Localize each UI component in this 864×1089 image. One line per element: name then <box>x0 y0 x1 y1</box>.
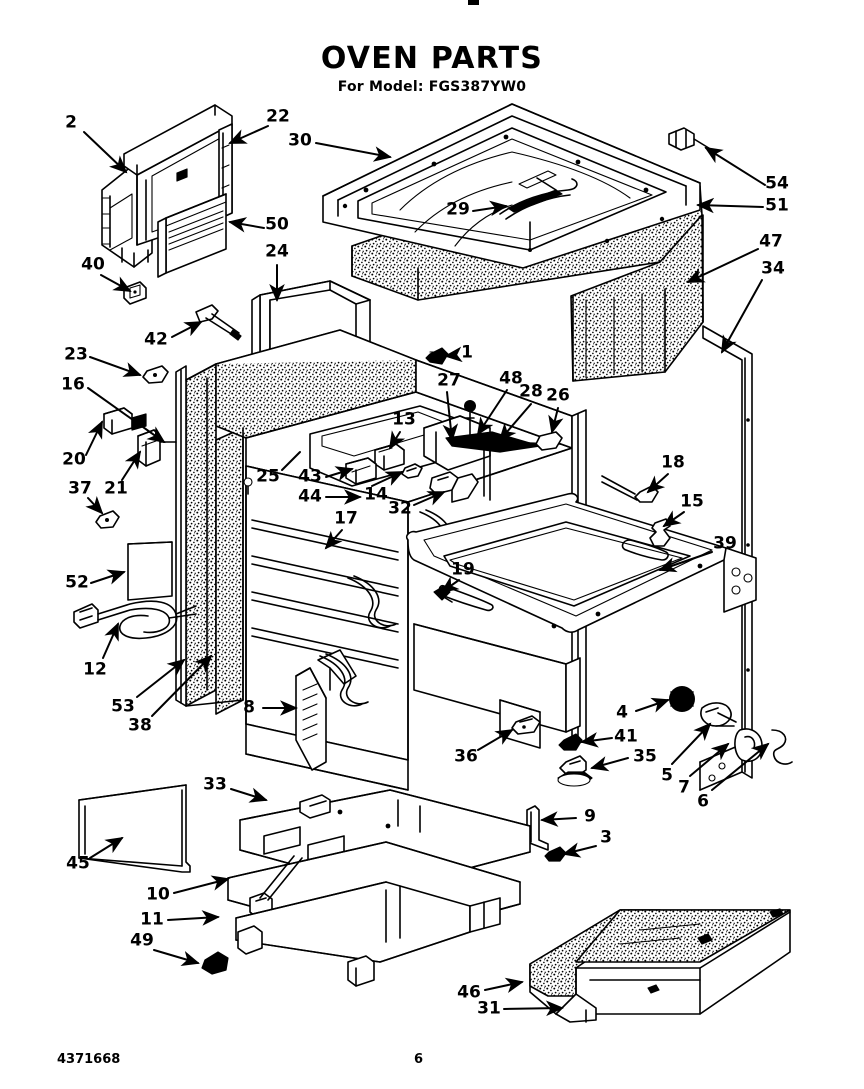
callout-32: 32 <box>388 498 412 519</box>
callout-26: 26 <box>546 385 570 406</box>
callout-9: 9 <box>584 806 596 827</box>
callout-23: 23 <box>64 344 88 365</box>
callout-40: 40 <box>81 254 105 275</box>
part-36-clip <box>511 715 541 735</box>
callout-5: 5 <box>661 765 673 786</box>
callout-54: 54 <box>765 173 789 194</box>
callout-28: 28 <box>519 381 543 402</box>
page-number: 6 <box>414 1052 424 1067</box>
callout-30: 30 <box>288 130 312 151</box>
callout-22: 22 <box>266 106 290 127</box>
control-panel-assembly <box>101 104 233 278</box>
part-42-rod <box>195 304 242 341</box>
callout-37: 37 <box>68 478 92 499</box>
callout-13: 13 <box>392 409 416 430</box>
callout-29: 29 <box>446 199 470 220</box>
bottom-insulation-rail <box>529 908 791 1023</box>
callout-27: 27 <box>437 370 461 391</box>
leader-lines <box>83 125 770 1017</box>
callout-43: 43 <box>298 466 322 487</box>
callout-39: 39 <box>713 533 737 554</box>
title-block: OVEN PARTS For Model: FGS387YW0 <box>0 41 864 96</box>
part-45-panel <box>78 784 191 873</box>
part-54-bracket <box>668 127 713 151</box>
callout-36: 36 <box>454 746 478 767</box>
callout-48: 48 <box>499 368 523 389</box>
callout-16: 16 <box>61 374 85 395</box>
callout-31: 31 <box>477 998 501 1019</box>
left-bracket-group <box>95 365 177 529</box>
callout-21: 21 <box>104 478 128 499</box>
callout-4: 4 <box>616 702 628 723</box>
part-40-clip <box>123 281 147 305</box>
document-code: 4371668 <box>57 1052 121 1067</box>
callout-19: 19 <box>451 559 475 580</box>
callout-50: 50 <box>265 214 289 235</box>
callout-20: 20 <box>62 449 86 470</box>
callout-49: 49 <box>130 930 154 951</box>
oven-top-assembly <box>322 103 704 382</box>
callout-51: 51 <box>765 195 789 216</box>
scan-artifact-mark <box>468 0 479 5</box>
callout-17: 17 <box>334 508 358 529</box>
part-1-screw <box>425 347 449 365</box>
bottom-bracket-group <box>526 805 567 862</box>
callout-3: 3 <box>600 827 612 848</box>
callout-2: 2 <box>65 112 77 133</box>
burner-controls-group <box>243 400 563 503</box>
callout-41: 41 <box>614 726 638 747</box>
callout-45: 45 <box>66 853 90 874</box>
knob-and-foot-group <box>557 686 793 787</box>
callout-15: 15 <box>680 491 704 512</box>
callout-33: 33 <box>203 774 227 795</box>
callout-7: 7 <box>678 777 690 798</box>
base-frame-assembly <box>227 789 531 987</box>
callout-10: 10 <box>146 884 170 905</box>
callout-47: 47 <box>759 231 783 252</box>
callout-38: 38 <box>128 715 152 736</box>
callout-44: 44 <box>298 486 322 507</box>
part-12-power-cord <box>73 600 197 640</box>
page-title: OVEN PARTS <box>320 41 544 76</box>
callout-52: 52 <box>65 572 89 593</box>
callout-6: 6 <box>697 791 709 812</box>
callout-18: 18 <box>661 452 685 473</box>
callout-25: 25 <box>256 466 280 487</box>
cavity-side-detail <box>185 363 244 707</box>
callout-12: 12 <box>83 659 107 680</box>
callout-42: 42 <box>144 329 168 350</box>
oven-bottom-frame <box>405 492 757 749</box>
callout-34: 34 <box>761 258 785 279</box>
part-52-plate <box>127 541 173 601</box>
callout-24: 24 <box>265 241 289 262</box>
callout-8: 8 <box>243 697 255 718</box>
callout-35: 35 <box>633 746 657 767</box>
callout-46: 46 <box>457 982 481 1003</box>
model-subtitle: For Model: FGS387YW0 <box>337 79 527 95</box>
callout-11: 11 <box>140 909 164 930</box>
callout-14: 14 <box>364 484 388 505</box>
part-49-fastener <box>201 951 229 975</box>
callout-1: 1 <box>461 342 473 363</box>
callout-53: 53 <box>111 696 135 717</box>
